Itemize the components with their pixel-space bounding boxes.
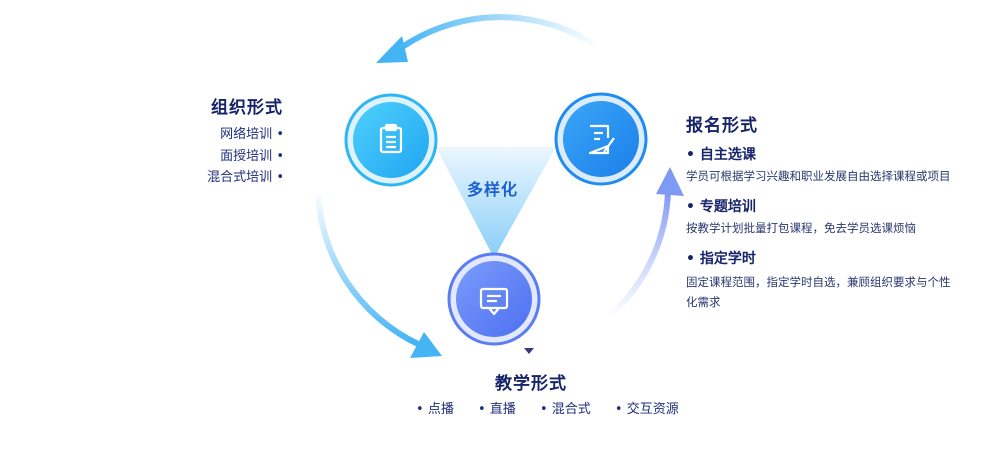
arc-arrow-right bbox=[607, 189, 671, 319]
org-item-label: 混合式培训 bbox=[207, 170, 273, 185]
teach-item: • 交互资源 bbox=[614, 402, 679, 417]
org-item: 面授培训 • bbox=[220, 149, 284, 164]
org-item: 网络培训 • bbox=[220, 127, 284, 142]
signup-item-title: • 专题培训 bbox=[686, 199, 756, 215]
center-label: 多样化 bbox=[467, 180, 519, 199]
teach-item: • 点播 bbox=[416, 402, 454, 417]
circle-bottom bbox=[447, 252, 541, 346]
signup-item-title: • 指定学时 bbox=[686, 251, 756, 267]
signup-title: 报名形式 bbox=[686, 116, 758, 136]
teach-title: 教学形式 bbox=[495, 374, 567, 394]
teach-items: • 点播 • 直播 • 混合式 • 交互资源 bbox=[416, 398, 699, 417]
org-title: 组织形式 bbox=[211, 98, 283, 118]
signup-item-title: • 自主选课 bbox=[686, 147, 756, 163]
center-triangle bbox=[436, 147, 556, 258]
signup-item-desc: 学员可根据学习兴趣和职业发展自由选择课程或项目 bbox=[686, 169, 951, 183]
teach-item: • 混合式 bbox=[539, 402, 591, 417]
clipboard-icon bbox=[379, 123, 403, 154]
document-edit-icon bbox=[588, 124, 615, 155]
arrowhead-top bbox=[376, 36, 408, 63]
signup-item-desc: 固定课程范围，指定学时自选，兼顾组织要求与个性 bbox=[686, 275, 951, 289]
org-item: 混合式培训 • bbox=[207, 170, 284, 185]
arrowhead-left bbox=[410, 332, 442, 358]
teach-item: • 直播 bbox=[477, 402, 516, 417]
org-item-label: 网络培训 bbox=[220, 127, 273, 142]
arrowhead-right bbox=[656, 167, 684, 196]
chat-screen-icon bbox=[479, 287, 509, 316]
signup-item-desc: 按教学计划批量打包课程，免去学员选课烦恼 bbox=[686, 221, 916, 235]
org-item-label: 面授培训 bbox=[220, 149, 273, 164]
arc-arrow-left bbox=[315, 187, 421, 347]
arc-arrow-top bbox=[395, 14, 603, 53]
signup-item-desc: 化需求 bbox=[686, 295, 721, 309]
pointer-marker bbox=[524, 348, 534, 354]
circle-left bbox=[344, 93, 438, 187]
circle-right bbox=[554, 92, 648, 186]
